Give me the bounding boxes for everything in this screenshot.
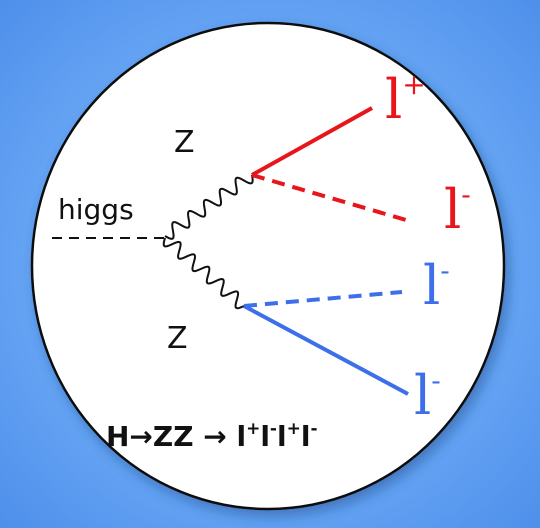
lepton-label-3-charge: -: [440, 254, 449, 287]
eq-part-1: +: [246, 419, 260, 439]
lepton-label-4-charge: -: [431, 364, 440, 397]
eq-part-6: l: [301, 420, 311, 453]
decay-equation: H→ZZ → l+l-l+l-: [106, 419, 318, 453]
eq-part-5: +: [287, 419, 301, 439]
eq-part-0: H→ZZ → l: [106, 420, 246, 453]
lepton-label-2-charge: -: [461, 178, 470, 211]
z-label-bottom: Z: [167, 321, 188, 356]
lepton-label-3-base: l: [423, 254, 440, 317]
lepton-label-1-base: l: [385, 68, 402, 131]
lepton-label-2-base: l: [444, 178, 461, 241]
eq-part-3: -: [270, 419, 277, 439]
eq-part-7: -: [310, 419, 317, 439]
lepton-label-1-charge: +: [402, 68, 425, 101]
eq-part-4: l: [277, 420, 287, 453]
lepton-label-4-base: l: [414, 364, 431, 427]
eq-part-2: l: [260, 420, 270, 453]
z-label-top: Z: [174, 125, 195, 160]
higgs-label: higgs: [58, 193, 134, 226]
